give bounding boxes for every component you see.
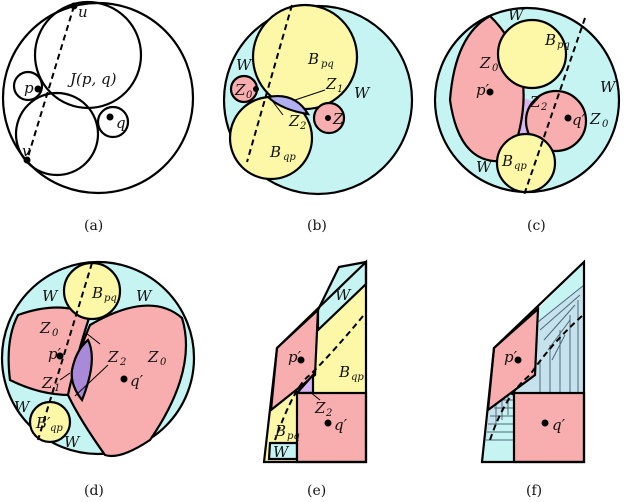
svg-text:qp: qp <box>514 161 527 172</box>
panel-b: B pq B qp Z 0 Z Z 1 Z 2 W W (b) <box>222 3 414 234</box>
svg-text:0: 0 <box>160 357 167 368</box>
label-Z2: Z <box>314 399 326 417</box>
label-Z1: Z <box>325 75 337 93</box>
svg-text:2: 2 <box>119 357 126 368</box>
label-Bqp: B <box>338 363 350 381</box>
label-Bpq: B <box>91 284 103 302</box>
svg-text:1: 1 <box>54 383 60 394</box>
svg-text:2: 2 <box>299 121 306 132</box>
label-W: W <box>236 56 253 74</box>
point-u <box>70 2 78 10</box>
label-W-bottom: W <box>476 158 493 176</box>
svg-text:qp: qp <box>351 372 364 383</box>
point-q <box>106 113 114 121</box>
point-v <box>23 156 31 164</box>
point-p <box>34 85 42 93</box>
label-q: q <box>116 114 126 132</box>
label-W-right: W <box>136 287 153 305</box>
panel-d: Z 0 Z 0 p′ q′ Z 2 Z 1 B pq B′ qp W W W W… <box>0 260 196 499</box>
label-p: p′ <box>288 348 302 366</box>
label-Z1: Z <box>41 374 53 392</box>
caption-c: (c) <box>527 218 546 234</box>
label-p: p′ <box>504 348 518 366</box>
label-u: u <box>78 3 88 21</box>
label-Z0-right: Z <box>147 348 159 366</box>
panel-e: p′ q′ Z 2 B qp B pq W W (e) <box>262 259 368 499</box>
svg-text:qp: qp <box>50 423 63 434</box>
svg-text:0: 0 <box>246 90 253 101</box>
caption-d: (d) <box>84 483 104 499</box>
caption-f: (f) <box>526 483 542 499</box>
label-W-right: W <box>600 78 617 96</box>
label-W: W <box>335 286 352 304</box>
label-Z2: Z <box>288 112 300 130</box>
svg-text:0: 0 <box>52 328 59 339</box>
svg-text:pq: pq <box>104 293 117 304</box>
caption-b: (b) <box>307 218 327 234</box>
svg-text:0: 0 <box>602 119 609 130</box>
label-W-left: W <box>14 398 31 416</box>
label-W-right: W <box>354 84 371 102</box>
label-W: W <box>42 287 59 305</box>
label-Z0: Z <box>39 319 51 337</box>
svg-text:qp: qp <box>283 152 296 163</box>
label-Z0: Z <box>479 54 491 72</box>
panel-a: u v p q J(p, q) (a) <box>1 0 195 234</box>
label-W-bottom: W <box>273 443 290 461</box>
label-Z2: Z <box>529 93 541 111</box>
label-Z0-right: Z <box>332 110 344 128</box>
label-J: J(p, q) <box>67 70 117 88</box>
caption-a: (a) <box>84 218 103 234</box>
svg-text:pq: pq <box>321 59 334 70</box>
label-Bpq: B <box>274 422 286 440</box>
label-Z2: Z <box>107 348 119 366</box>
label-q: q′ <box>552 416 566 434</box>
label-q: q′ <box>334 416 348 434</box>
label-W-bottom: W <box>64 433 81 451</box>
label-Bqp: B <box>269 143 281 161</box>
panel-f: p′ q′ (f) <box>480 259 586 499</box>
label-Z0-right: Z <box>589 110 601 128</box>
label-Bqp: B′ <box>35 414 51 432</box>
panel-c: Z 0 p′ q′ Z 0 Z 2 B pq B qp W W W (c) <box>433 6 621 234</box>
svg-text:2: 2 <box>540 102 547 113</box>
label-q: q′ <box>572 111 586 129</box>
caption-e: (e) <box>307 483 326 499</box>
label-Z0: Z <box>234 81 246 99</box>
label-Bpq: B <box>307 50 319 68</box>
svg-text:pq: pq <box>557 40 570 51</box>
label-Bqp: B <box>501 152 513 170</box>
label-q: q′ <box>130 372 144 390</box>
label-v: v <box>22 142 31 160</box>
svg-text:1: 1 <box>337 84 343 95</box>
label-p: p′ <box>476 81 490 99</box>
label-p: p′ <box>48 345 62 363</box>
label-Bpq: B <box>544 31 556 49</box>
svg-text:pq: pq <box>287 431 300 442</box>
label-W: W <box>508 6 525 24</box>
svg-text:2: 2 <box>325 408 332 419</box>
label-p: p <box>24 79 34 97</box>
svg-text:0: 0 <box>492 63 499 74</box>
